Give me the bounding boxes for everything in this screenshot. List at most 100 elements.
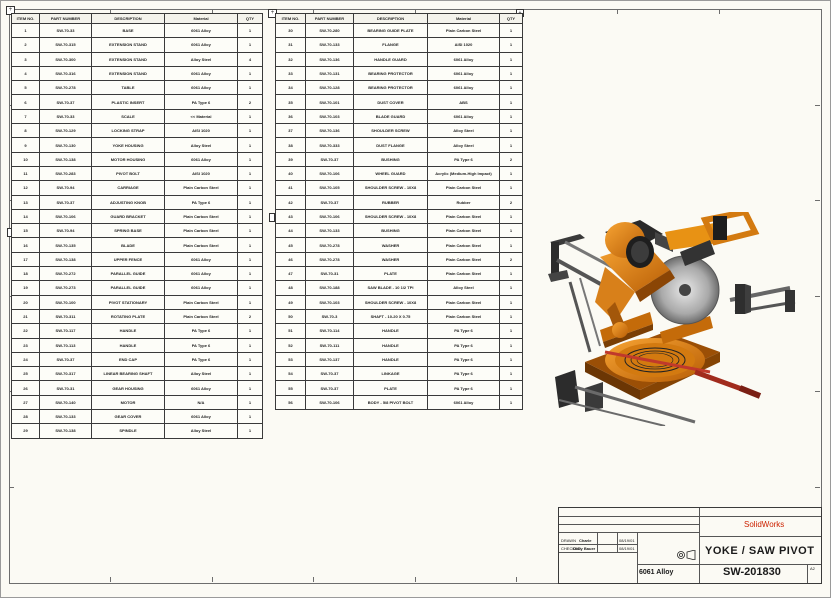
cell-description[interactable]: GUARD BRACKET — [91, 208, 165, 225]
cell-part-number[interactable]: SW-70-283 — [39, 165, 92, 182]
cell-item-no[interactable]: 16 — [11, 237, 40, 253]
bom-table-left[interactable]: ITEM NO. PART NUMBER DESCRIPTION Materia… — [11, 13, 263, 439]
cell-description[interactable]: TABLE — [91, 80, 165, 96]
cell-material[interactable]: Plain Carbon Steel — [427, 180, 500, 196]
cell-qty[interactable]: 1 — [499, 37, 523, 53]
cell-item-no[interactable]: 38 — [275, 137, 306, 153]
cell-description[interactable]: PLATE — [353, 266, 428, 282]
cell-description[interactable]: BEARING PROTECTOR — [353, 65, 428, 82]
cell-description[interactable]: RUBBER — [353, 194, 428, 210]
cell-qty[interactable]: 1 — [499, 266, 523, 282]
cell-item-no[interactable]: 33 — [275, 65, 306, 82]
cell-material[interactable]: Plain Carbon Steel — [164, 208, 238, 225]
cell-material[interactable]: PA Type 6 — [427, 323, 500, 339]
cell-material[interactable]: Plain Carbon Steel — [164, 223, 238, 239]
cell-material[interactable]: PA Type 6 — [427, 351, 500, 368]
cell-qty[interactable]: 1 — [499, 351, 523, 368]
cell-item-no[interactable]: 30 — [275, 22, 306, 39]
cell-qty[interactable]: 1 — [237, 180, 263, 196]
cell-description[interactable]: DUST FLANGE — [353, 137, 428, 153]
cell-item-no[interactable]: 52 — [275, 337, 306, 353]
cell-item-no[interactable]: 23 — [11, 337, 40, 353]
bom-table-right[interactable]: ITEM NO. PART NUMBER DESCRIPTION Materia… — [275, 13, 523, 411]
cell-qty[interactable]: 1 — [237, 151, 263, 167]
cell-description[interactable]: HANDLE GUARD — [353, 51, 428, 67]
cell-item-no[interactable]: 18 — [11, 266, 40, 282]
cell-qty[interactable]: 1 — [499, 65, 523, 82]
cell-part-number[interactable]: SW-70-37 — [305, 366, 354, 382]
cell-part-number[interactable]: SW-70-133 — [39, 409, 92, 425]
cell-qty[interactable]: 1 — [237, 251, 263, 268]
cell-description[interactable]: HANDLE — [353, 323, 428, 339]
cell-material[interactable]: 6061 Alloy — [164, 151, 238, 167]
cell-part-number[interactable]: SW-70-37 — [39, 351, 92, 368]
cell-item-no[interactable]: 45 — [275, 237, 306, 253]
cell-item-no[interactable]: 46 — [275, 251, 306, 268]
cell-item-no[interactable]: 32 — [275, 51, 306, 67]
cell-material[interactable]: Plain Carbon Steel — [164, 308, 238, 325]
cell-description[interactable]: EXTENSION STAND — [91, 51, 165, 67]
cell-part-number[interactable]: SW-70-31 — [305, 266, 354, 282]
cell-material[interactable]: 6061 Alloy — [164, 80, 238, 96]
cell-item-no[interactable]: 56 — [275, 394, 306, 411]
cell-description[interactable]: PLATE — [353, 380, 428, 396]
cell-material[interactable]: Rubber — [427, 194, 500, 210]
cell-part-number[interactable]: SW-70-273 — [39, 280, 92, 296]
cell-description[interactable]: SHOULDER SCREW — [353, 123, 428, 139]
cell-material[interactable]: PA Type 6 — [164, 323, 238, 339]
cell-material[interactable]: 6061 Alloy — [427, 51, 500, 67]
cell-part-number[interactable]: SW-70-106 — [305, 208, 354, 225]
cell-item-no[interactable]: 25 — [11, 366, 40, 382]
cell-material[interactable]: 6061 Alloy — [164, 280, 238, 296]
cell-part-number[interactable]: SW-70-31 — [39, 380, 92, 396]
cell-material[interactable]: AISI 1020 — [164, 165, 238, 182]
cell-part-number[interactable]: SW-70-131 — [305, 65, 354, 82]
cell-item-no[interactable]: 13 — [11, 194, 40, 210]
cell-material[interactable]: PA Type 6 — [164, 351, 238, 368]
cell-qty[interactable]: 1 — [237, 380, 263, 396]
cell-item-no[interactable]: 31 — [275, 37, 306, 53]
cell-qty[interactable]: 1 — [499, 208, 523, 225]
cell-description[interactable]: SCALE — [91, 108, 165, 125]
cell-part-number[interactable]: SW-70-105 — [305, 180, 354, 196]
cell-description[interactable]: LINEAR BEARING SHAFT — [91, 366, 165, 382]
cell-part-number[interactable]: SW-70-106 — [305, 165, 354, 182]
cell-qty[interactable]: 1 — [499, 394, 523, 411]
cell-description[interactable]: WASHER — [353, 251, 428, 268]
cell-description[interactable]: YOKE HOUSING — [91, 137, 165, 153]
resize-handle-right-table[interactable] — [269, 213, 275, 222]
cell-part-number[interactable]: SW-70-138 — [39, 251, 92, 268]
cell-qty[interactable]: 1 — [237, 351, 263, 368]
cell-description[interactable]: SHOULDER SCREW - 10X8 — [353, 208, 428, 225]
cell-item-no[interactable]: 37 — [275, 123, 306, 139]
cell-description[interactable]: MOTOR HOUSING — [91, 151, 165, 167]
cell-material[interactable]: PA Type 6 — [427, 366, 500, 382]
cell-material[interactable]: Alloy Steel — [164, 51, 238, 67]
cell-part-number[interactable]: SW-70-333 — [305, 137, 354, 153]
cell-qty[interactable]: 1 — [237, 423, 263, 439]
cell-material[interactable]: Alloy Steel — [427, 123, 500, 139]
cell-qty[interactable]: 1 — [237, 80, 263, 96]
cell-part-number[interactable]: SW-70-133 — [305, 223, 354, 239]
cell-material[interactable]: AISI 1020 — [427, 37, 500, 53]
cell-qty[interactable]: 1 — [499, 237, 523, 253]
cell-qty[interactable]: 1 — [237, 37, 263, 53]
cell-qty[interactable]: 1 — [237, 280, 263, 296]
cell-item-no[interactable]: 39 — [275, 151, 306, 167]
cell-description[interactable]: HANDLE — [353, 337, 428, 353]
cell-part-number[interactable]: SW-70-311 — [39, 308, 92, 325]
cell-part-number[interactable]: SW-70-128 — [305, 80, 354, 96]
